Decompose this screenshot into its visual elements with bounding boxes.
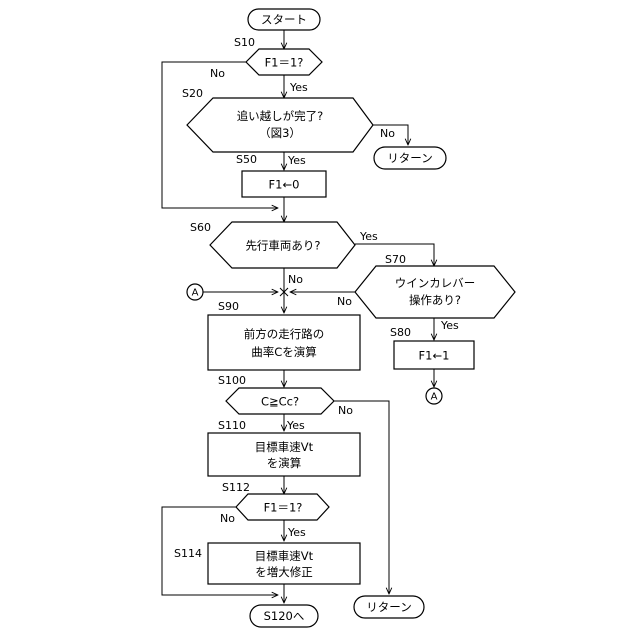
step-s114: S114 [174, 547, 202, 560]
step-s70: S70 [385, 253, 406, 266]
decision-s20-line1: 追い越しが完了? [237, 109, 324, 123]
decision-s100-label: C≧Cc? [261, 395, 299, 409]
s20-no-label: No [380, 127, 395, 140]
decision-s112: F1＝1? [236, 494, 329, 520]
process-s50: F1←0 [242, 171, 326, 197]
process-s110: 目標車速Vt を演算 [208, 433, 360, 476]
step-s100: S100 [218, 374, 246, 387]
process-s80-label: F1←1 [419, 349, 450, 363]
s60-no-label: No [288, 273, 303, 286]
to-s120-terminal: S120へ [250, 605, 318, 627]
process-s110-line2: を演算 [267, 456, 302, 470]
connector-a-out-label: A [431, 392, 438, 403]
decision-s60-label: 先行車両あり? [245, 239, 320, 253]
return-1-label: リターン [387, 151, 432, 165]
to-s120-label: S120へ [264, 609, 305, 623]
return-terminal-1: リターン [374, 147, 446, 169]
process-s114-line1: 目標車速Vt [255, 549, 314, 563]
s10-no-label: No [210, 67, 225, 80]
return-2-label: リターン [366, 600, 411, 614]
process-s50-label: F1←0 [269, 178, 300, 192]
s100-yes-label: Yes [286, 419, 305, 432]
process-s80: F1←1 [394, 341, 474, 369]
s70-yes-label: Yes [440, 319, 459, 332]
s70-no-label: No [337, 295, 352, 308]
start-terminal: スタート [248, 9, 320, 30]
process-s90-line2: 曲率Cを演算 [251, 345, 317, 359]
connector-a-in-label: A [192, 288, 199, 299]
s20-yes-label: Yes [287, 154, 306, 167]
s10-yes-label: Yes [289, 81, 308, 94]
decision-s70-line2: 操作あり? [409, 293, 461, 307]
s60-yes-label: Yes [359, 230, 378, 243]
process-s90: 前方の走行路の 曲率Cを演算 [208, 315, 360, 370]
connector-a-out: A [426, 388, 442, 404]
process-s110-line1: 目標車速Vt [255, 440, 314, 454]
step-s60: S60 [190, 221, 211, 234]
process-s114: 目標車速Vt を増大修正 [208, 543, 360, 584]
decision-s20: 追い越しが完了? （図3） [187, 98, 373, 152]
step-s90: S90 [218, 300, 239, 313]
step-s80: S80 [390, 326, 411, 339]
decision-s70: ウインカレバー 操作あり? [355, 266, 515, 318]
decision-s10-label: F1＝1? [265, 56, 304, 70]
step-s10: S10 [234, 36, 255, 49]
decision-s60: 先行車両あり? [210, 222, 355, 268]
s112-no-label: No [220, 512, 235, 525]
s112-yes-label: Yes [287, 526, 306, 539]
start-label: スタート [261, 13, 307, 27]
decision-s100: C≧Cc? [226, 388, 334, 414]
step-s112: S112 [222, 481, 250, 494]
return-terminal-2: リターン [354, 596, 424, 618]
decision-s70-line1: ウインカレバー [395, 276, 476, 290]
process-s90-line1: 前方の走行路の [244, 327, 325, 341]
decision-s112-label: F1＝1? [264, 501, 303, 515]
decision-s20-line2: （図3） [259, 126, 301, 140]
step-s20: S20 [182, 87, 203, 100]
connector-a-in: A [187, 284, 203, 300]
process-s114-line2: を増大修正 [255, 565, 313, 579]
decision-s10: F1＝1? [246, 49, 322, 75]
step-s110: S110 [218, 419, 246, 432]
step-s50: S50 [236, 153, 257, 166]
s100-no-label: No [338, 404, 353, 417]
